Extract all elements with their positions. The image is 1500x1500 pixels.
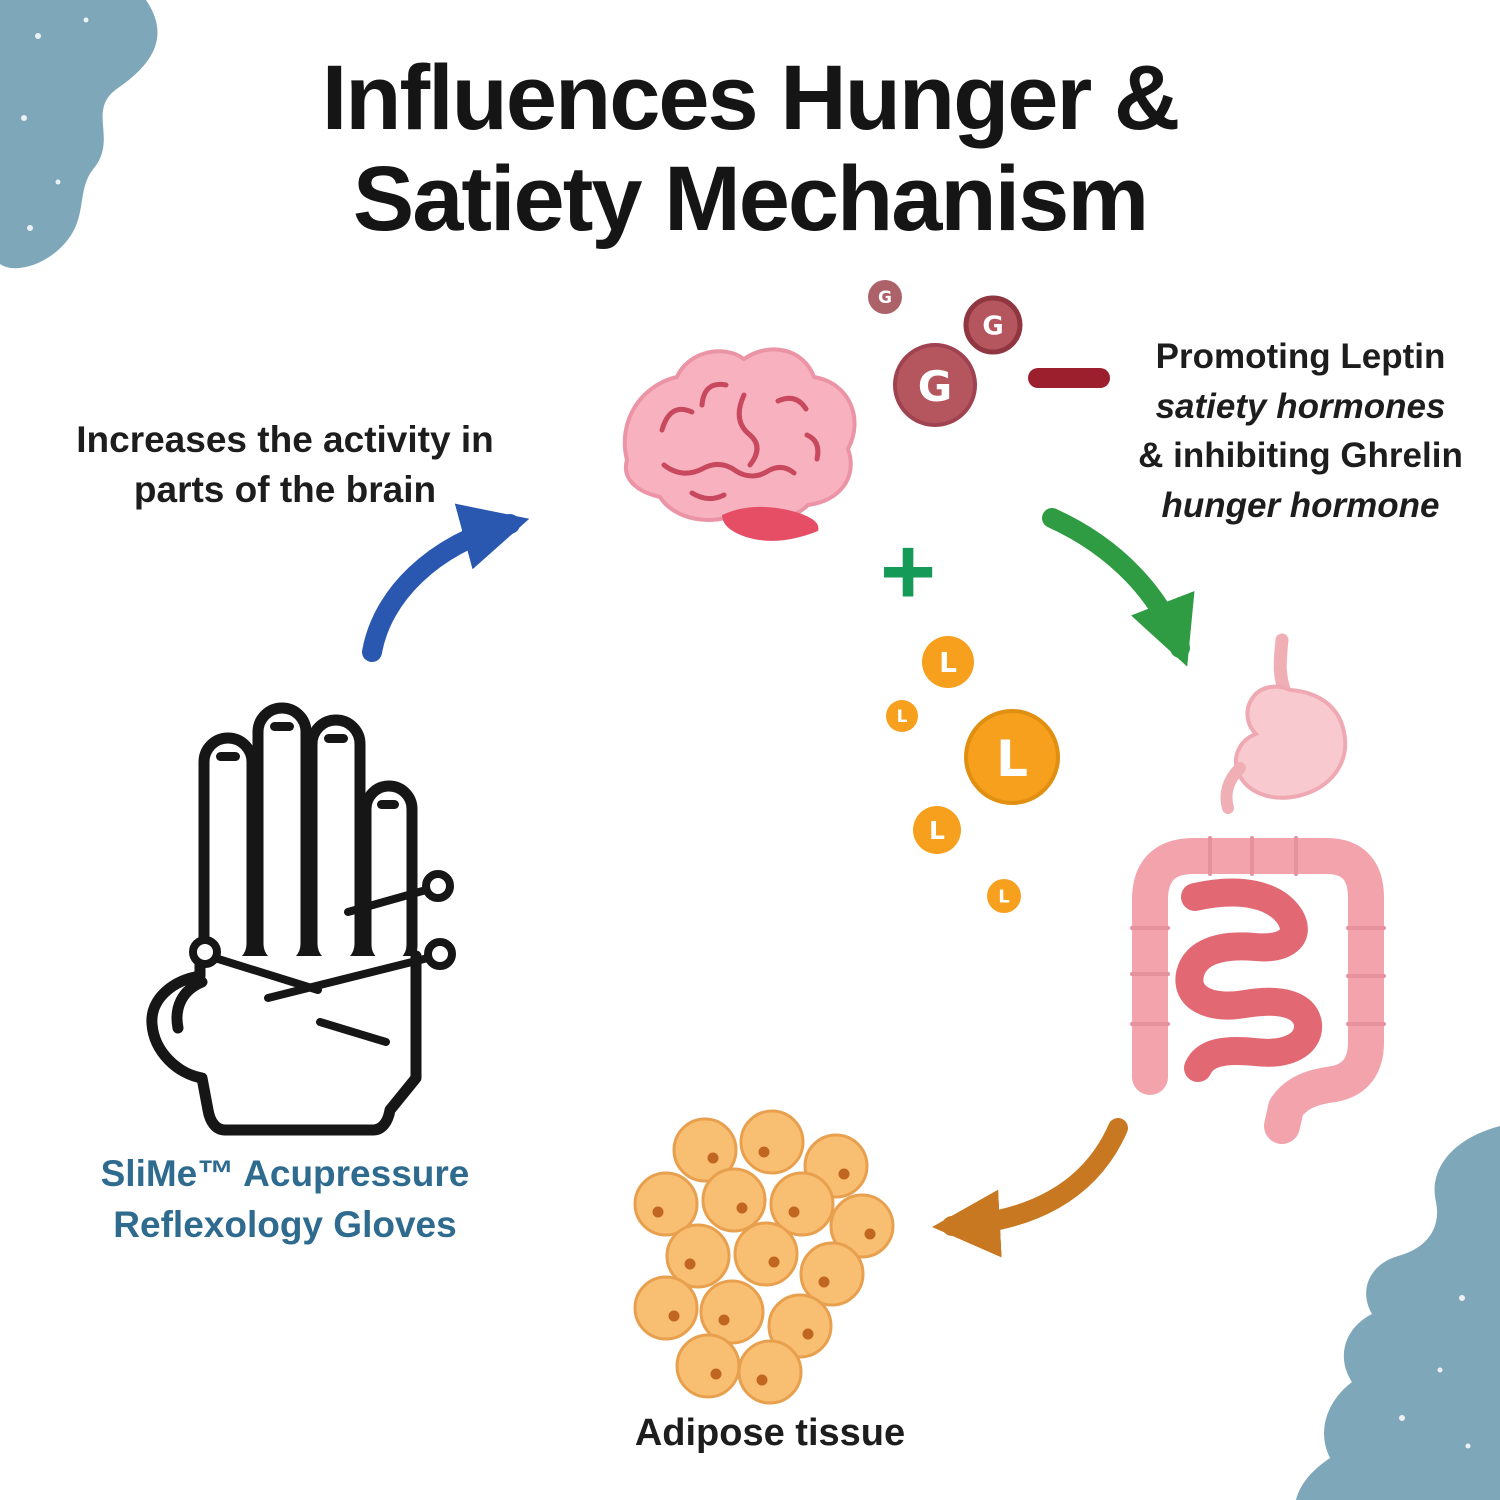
acupressure-points: [189, 870, 456, 1046]
digestive-illustration: [1130, 633, 1386, 1144]
hormone-description-label: Promoting Leptin satiety hormones & inhi…: [1138, 337, 1463, 526]
duodenum: [1220, 762, 1246, 814]
hormones-to-gut-arrow: [1042, 508, 1195, 667]
adipose-illustration: [633, 1109, 895, 1405]
gut-to-adipose-arrow: [932, 1118, 1128, 1258]
hand-to-brain-arrow: [362, 503, 530, 662]
palm: [146, 950, 422, 1136]
ghrelin-circle-medium: [963, 295, 1023, 355]
adipose-tissue-label: Adipose tissue: [634, 1412, 906, 1454]
fingernails: [216, 722, 399, 809]
svg-text:L: L: [939, 646, 957, 679]
hand-illustration: [146, 702, 456, 1136]
thumb-crease: [171, 976, 208, 1034]
small-intestine: [1175, 878, 1322, 1082]
large-intestine: [1132, 838, 1384, 1144]
cerebellum: [722, 506, 819, 541]
stomach: [1234, 684, 1348, 800]
brain-activity-label: Increases the activity in parts of the b…: [76, 419, 494, 510]
brain-illustration: [622, 347, 857, 541]
svg-text:G: G: [918, 362, 952, 411]
plus-symbol: +: [879, 518, 937, 625]
svg-text:L: L: [897, 707, 908, 727]
leptin-circle-large: [964, 709, 1060, 805]
svg-text:L: L: [929, 816, 945, 845]
svg-text:L: L: [996, 730, 1028, 788]
title-line-2: Satiety Mechanism: [352, 148, 1149, 251]
page-title: Influences Hunger & Satiety Mechanism: [0, 47, 1500, 251]
corner-blob-top-left: [0, 0, 158, 269]
corner-blob-bottom-right: [1296, 1126, 1500, 1500]
product-name-label: SliMe™ Acupressure Reflexology Gloves: [100, 1153, 470, 1246]
leptin-hormones: L L L L L: [886, 636, 1060, 913]
minus-icon: [1028, 368, 1110, 388]
ghrelin-circle-large: [893, 343, 977, 427]
title-line-1: Influences Hunger &: [321, 47, 1181, 149]
svg-text:L: L: [998, 886, 1009, 907]
svg-text:G: G: [982, 311, 1003, 341]
ghrelin-circle-small: [868, 280, 902, 314]
ghrelin-hormones: G G G: [868, 280, 1110, 427]
svg-text:G: G: [878, 288, 892, 308]
colon-haustra: [1130, 836, 1386, 1026]
